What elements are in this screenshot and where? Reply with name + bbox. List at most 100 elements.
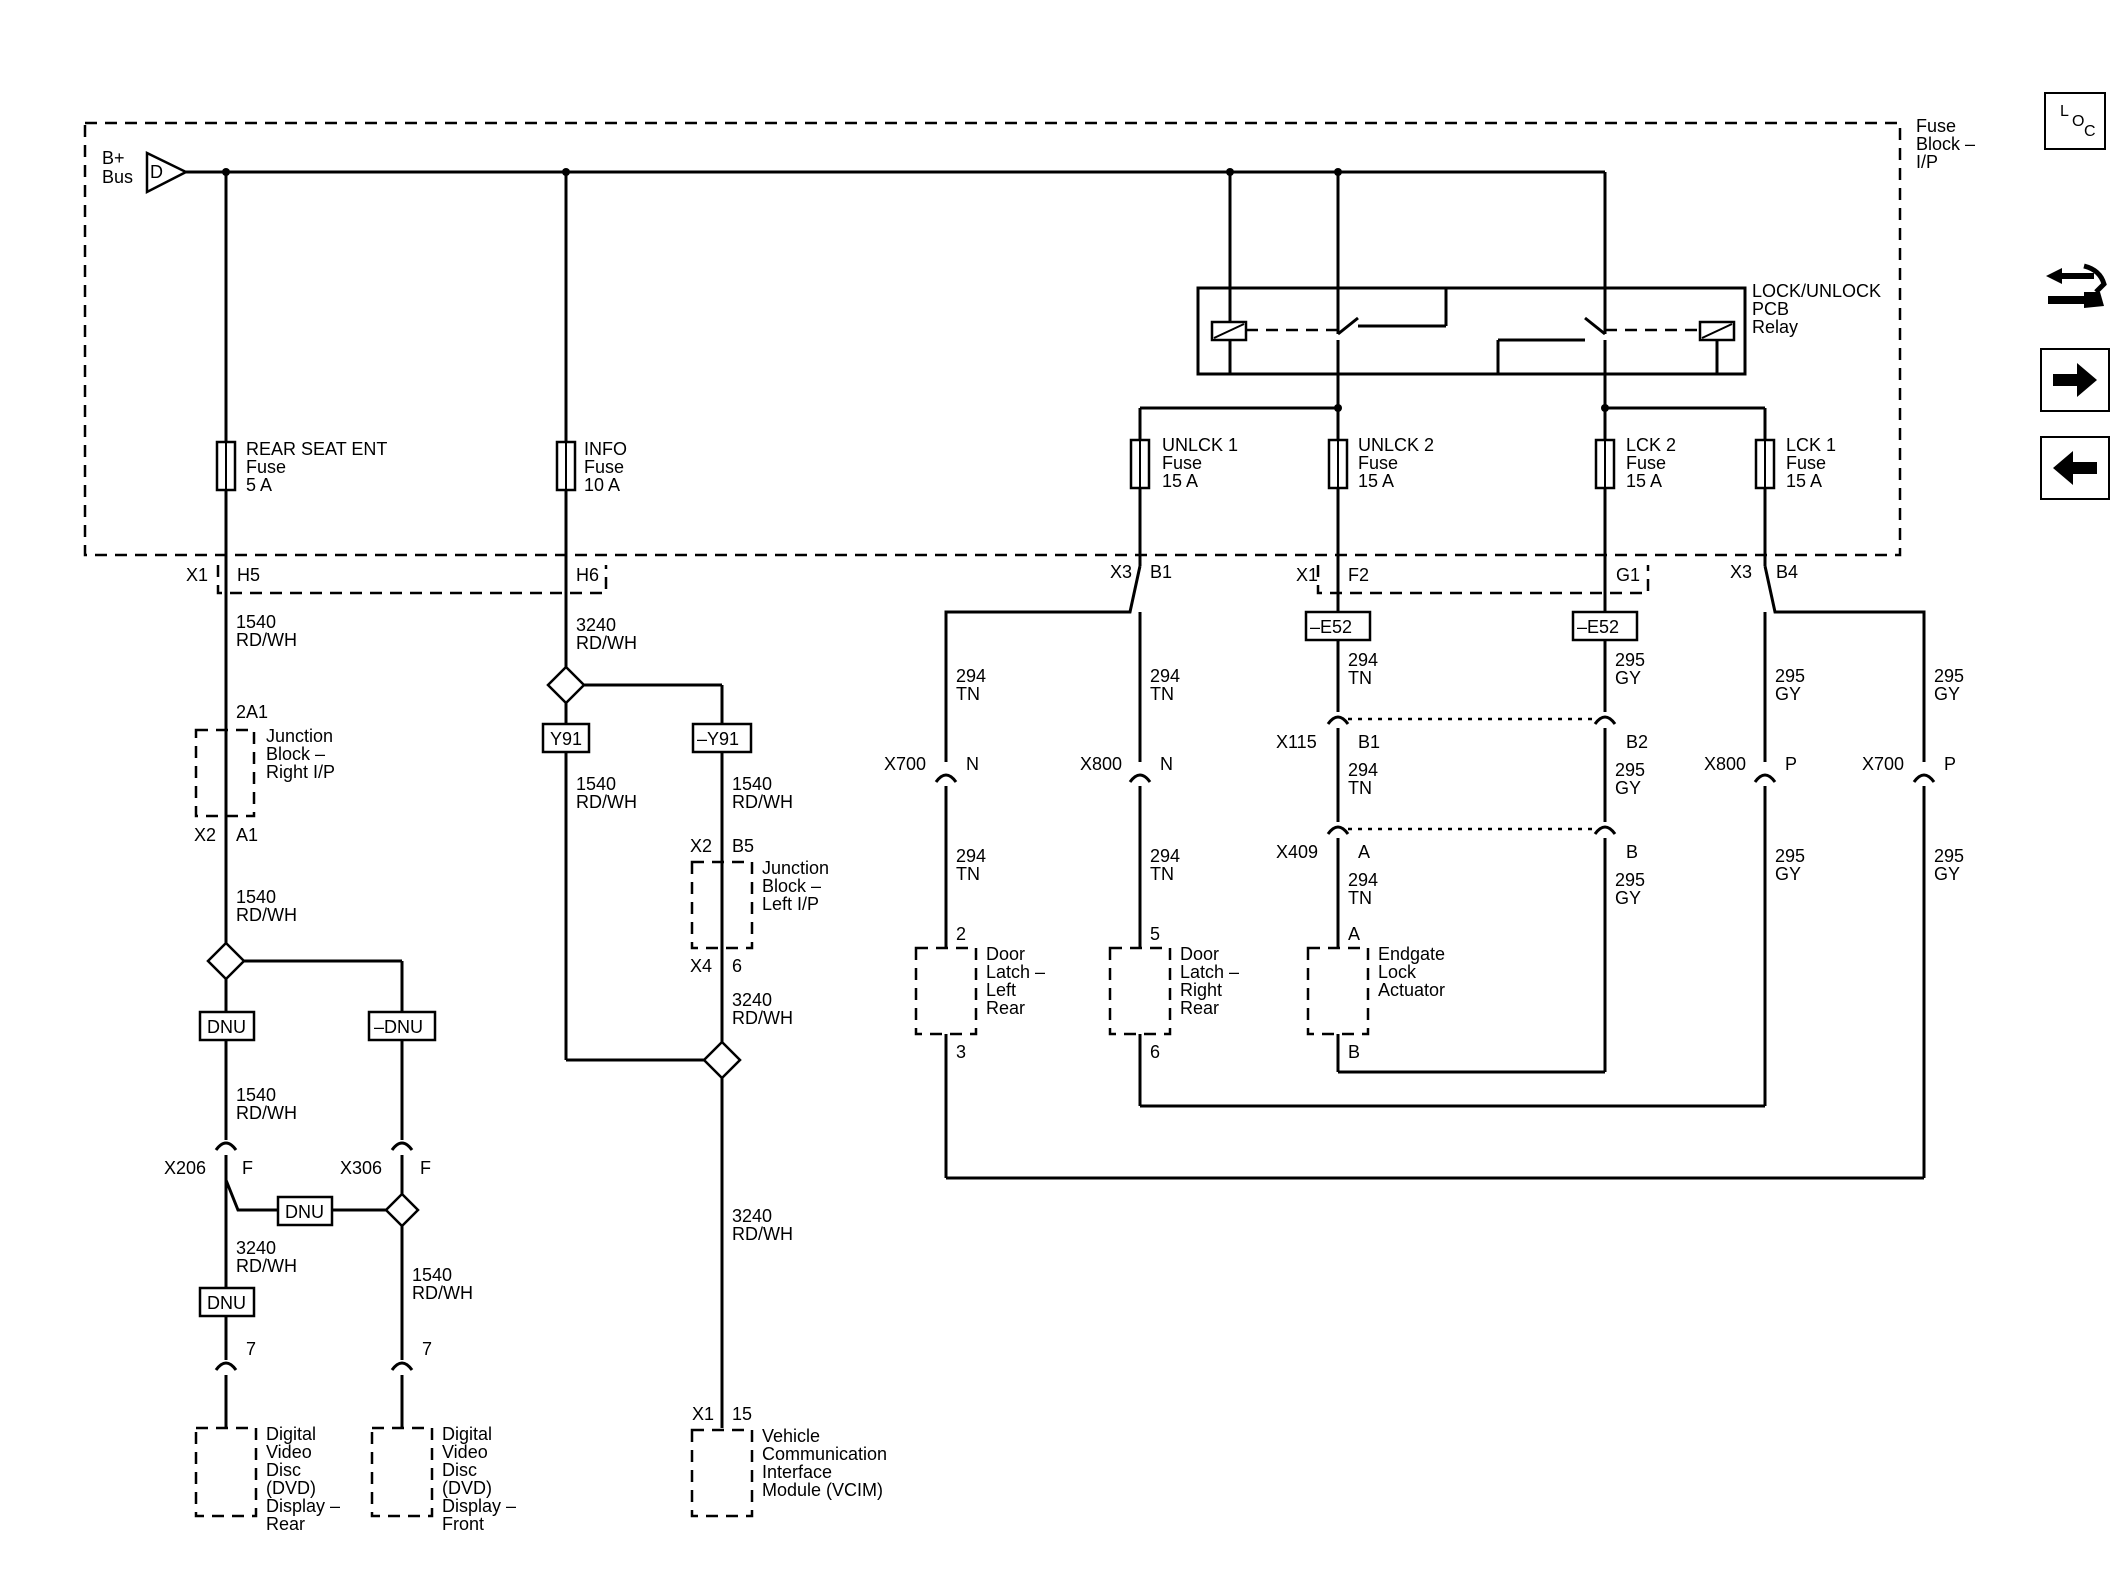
- connector-x206: X206: [164, 1158, 206, 1178]
- connector-x1: X1: [186, 565, 208, 585]
- svg-text:B: B: [1626, 842, 1638, 862]
- option-not-e52-b: [1571, 610, 1639, 642]
- fuse-block-label: Fuse Block – I/P: [1916, 116, 1980, 172]
- junction-block-left-label: Junction Block – Left I/P: [762, 858, 834, 914]
- fuse-rear-seat-ent: REAR SEAT ENT Fuse 5 A: [215, 172, 392, 495]
- svg-text:–E52: –E52: [1577, 617, 1619, 637]
- pin-f-b: F: [420, 1158, 431, 1178]
- svg-text:B1: B1: [1358, 732, 1380, 752]
- svg-text:5: 5: [1150, 924, 1160, 944]
- door-latch-left-label: Door Latch – Left Rear: [986, 944, 1050, 1018]
- dvd-display-rear: [194, 1426, 258, 1518]
- arrow-right-icon[interactable]: [2040, 348, 2110, 412]
- connector-tool-icon[interactable]: [2040, 256, 2112, 328]
- svg-text:3: 3: [956, 1042, 966, 1062]
- svg-text:P: P: [1944, 754, 1956, 774]
- option-not-e52-a: [1304, 610, 1372, 642]
- connector-x800-right: X800: [1704, 754, 1746, 774]
- connector-x4: X4: [690, 956, 712, 976]
- svg-text:C: C: [2084, 123, 2096, 140]
- pin-g1: G1: [1616, 565, 1640, 585]
- svg-text:–E52: –E52: [1310, 617, 1352, 637]
- fuse-block-boundary: [83, 121, 1902, 557]
- svg-text:6: 6: [1150, 1042, 1160, 1062]
- connector-x1-right: X1: [1296, 565, 1318, 585]
- fuse-lck2: LCK 2 Fuse 15 A: [1594, 435, 1676, 491]
- junction-block-right-label: Junction Block – Right I/P: [266, 726, 338, 782]
- endgate-label: Endgate Lock Actuator: [1378, 944, 1450, 1000]
- option-not-dnu: [367, 1010, 437, 1042]
- door-latch-right-rear: [1108, 946, 1172, 1036]
- svg-text:INFO Fuse 10 A: INFO Fuse 10 A: [584, 439, 632, 495]
- connector-x3-left: X3: [1110, 562, 1132, 582]
- pin-15: 15: [732, 1404, 752, 1424]
- svg-text:UNLCK 1 Fuse 15 A: UNLCK 1 Fuse 15 A: [1162, 435, 1243, 491]
- b-plus-bus-tag: D: [150, 162, 163, 182]
- svg-text:A: A: [1358, 842, 1370, 862]
- splice-left: [206, 941, 246, 981]
- svg-text:B2: B2: [1626, 732, 1648, 752]
- dvd-display-front: [370, 1426, 434, 1518]
- svg-text:N: N: [1160, 754, 1173, 774]
- svg-text:LCK 1 Fuse 15 A: LCK 1 Fuse 15 A: [1786, 435, 1841, 491]
- svg-text:–DNU: –DNU: [374, 1017, 423, 1037]
- connector-x700-left: X700: [884, 754, 926, 774]
- endgate-lock-actuator: [1306, 946, 1370, 1036]
- junction-block-right-ip: [194, 728, 256, 818]
- door-latch-left-rear: [914, 946, 978, 1036]
- svg-text:DNU: DNU: [285, 1202, 324, 1222]
- arrow-left-icon[interactable]: [2040, 436, 2110, 500]
- svg-text:DNU: DNU: [207, 1293, 246, 1313]
- pin-b5: B5: [732, 836, 754, 856]
- pin-b1: B1: [1150, 562, 1172, 582]
- pin-2a1: 2A1: [236, 702, 268, 722]
- svg-text:REAR SEAT ENT Fuse: REAR SEAT ENT Fuse 5 A: [246, 439, 392, 495]
- svg-text:P: P: [1785, 754, 1797, 774]
- b-plus-bus-terminal: [145, 151, 189, 195]
- vcim-label: Vehicle Communication Interface Module (…: [762, 1426, 892, 1500]
- pin-7-a: 7: [246, 1339, 256, 1359]
- vcim-module: [690, 1428, 754, 1518]
- option-dnu-a: [198, 1010, 256, 1042]
- pin-7-b: 7: [422, 1339, 432, 1359]
- connector-x3-right: X3: [1730, 562, 1752, 582]
- loc-icon[interactable]: L O C: [2044, 92, 2106, 150]
- svg-text:A: A: [1348, 924, 1360, 944]
- svg-text:Y91: Y91: [550, 729, 582, 749]
- fuse-info: INFO Fuse 10 A: [555, 172, 632, 495]
- junction-block-left-ip: [690, 860, 754, 950]
- svg-text:DNU: DNU: [207, 1017, 246, 1037]
- svg-text:L: L: [2060, 103, 2069, 120]
- dvd-front-label: Digital Video Disc (DVD) Display – Front: [442, 1424, 521, 1534]
- splice-vcim: [702, 1040, 742, 1080]
- connector-x115: X115: [1276, 732, 1317, 752]
- option-not-y91: [691, 722, 753, 754]
- b-plus-bus-label: B+ Bus: [102, 148, 133, 187]
- connector-x800-left: X800: [1080, 754, 1122, 774]
- pin-6: 6: [732, 956, 742, 976]
- svg-text:N: N: [966, 754, 979, 774]
- relay-label: LOCK/UNLOCK PCB Relay: [1752, 281, 1886, 337]
- svg-text:2: 2: [956, 924, 966, 944]
- fuse-lck1: LCK 1 Fuse 15 A: [1754, 435, 1841, 491]
- svg-text:–Y91: –Y91: [697, 729, 739, 749]
